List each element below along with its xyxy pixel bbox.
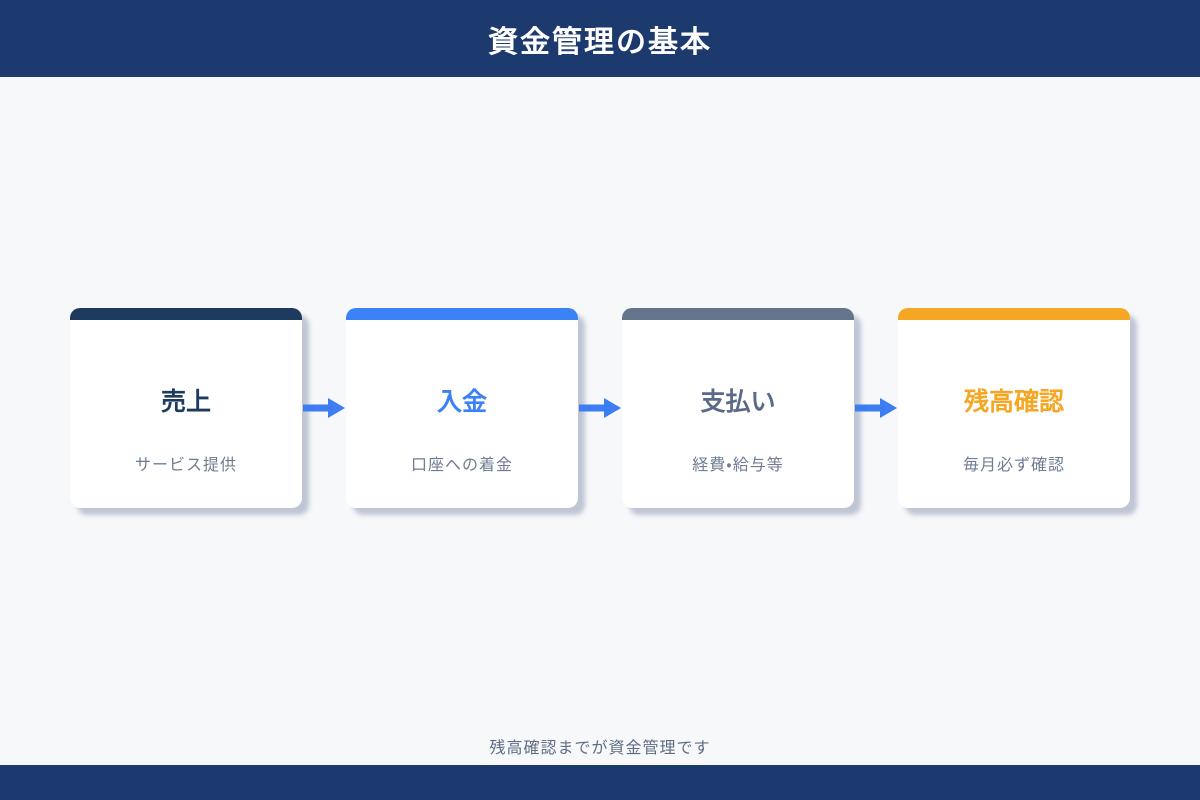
- flow-diagram: 売上 サービス提供 入金 口座への着金 支払い 経費・給与等 残高確認 毎月必ず…: [70, 308, 1130, 508]
- arrow-right-icon: [302, 308, 346, 508]
- card-accent-bar: [346, 308, 578, 320]
- arrow-right-icon: [578, 308, 622, 508]
- card-accent-bar: [622, 308, 854, 320]
- card-accent-bar: [70, 308, 302, 320]
- card-subtitle: 経費・給与等: [692, 457, 784, 474]
- flow-card-balance-check: 残高確認 毎月必ず確認: [898, 308, 1130, 508]
- flow-card-payment: 支払い 経費・給与等: [622, 308, 854, 508]
- arrow-right-glyph: [303, 398, 345, 418]
- card-title: 残高確認: [963, 388, 1064, 416]
- card-title: 入金: [436, 388, 487, 416]
- card-title: 支払い: [700, 388, 776, 416]
- arrow-right-icon: [854, 308, 898, 508]
- page-title: 資金管理の基本: [488, 25, 712, 59]
- card-subtitle: 毎月必ず確認: [962, 457, 1065, 474]
- card-subtitle: サービス提供: [134, 457, 237, 474]
- footer-bar: [0, 765, 1200, 800]
- arrow-right-glyph: [855, 398, 897, 418]
- footer-note: 残高確認までが資金管理です: [489, 740, 711, 757]
- card-subtitle: 口座への着金: [410, 457, 513, 474]
- card-title: 売上: [160, 388, 211, 416]
- flow-card-deposit: 入金 口座への着金: [346, 308, 578, 508]
- card-accent-bar: [898, 308, 1130, 320]
- flow-card-sales: 売上 サービス提供: [70, 308, 302, 508]
- arrow-right-glyph: [579, 398, 621, 418]
- header-bar: 資金管理の基本: [0, 0, 1200, 77]
